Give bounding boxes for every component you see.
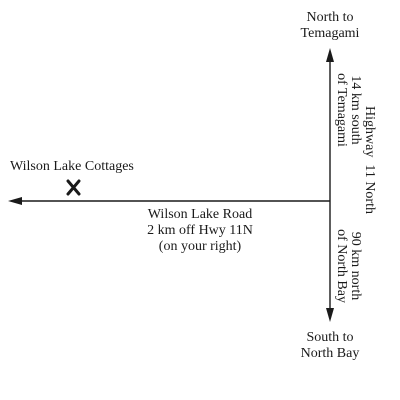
road-label-line-3: (on your right) [158,239,242,254]
distance-south-line-2: of North Bay [334,229,349,303]
road-label-line-2: 2 km off Hwy 11N [147,223,253,238]
distance-north-line-1: 14 km south [348,75,363,144]
distance-north-line-2: of Temagami [334,73,349,147]
south-label-line-1: South to [306,330,354,345]
west-arrowhead [8,197,22,205]
highway-label: Highway 11 North [362,106,377,214]
north-direction-label: North to Temagami [290,10,370,42]
road-label-line-1: Wilson Lake Road [147,207,253,222]
x-mark-icon [66,179,81,196]
north-label-line-2: Temagami [300,26,360,41]
north-label-line-1: North to [306,10,354,25]
destination-label: Wilson Lake Cottages [10,159,134,175]
south-arrowhead [326,308,334,322]
north-arrowhead [326,48,334,62]
south-label-line-2: North Bay [300,346,360,361]
destination-label-text: Wilson Lake Cottages [10,159,134,174]
south-direction-label: South to North Bay [288,330,372,362]
distance-south-line-1: 90 km north [348,232,363,300]
road-label: Wilson Lake Road 2 km off Hwy 11N (on yo… [120,207,280,255]
